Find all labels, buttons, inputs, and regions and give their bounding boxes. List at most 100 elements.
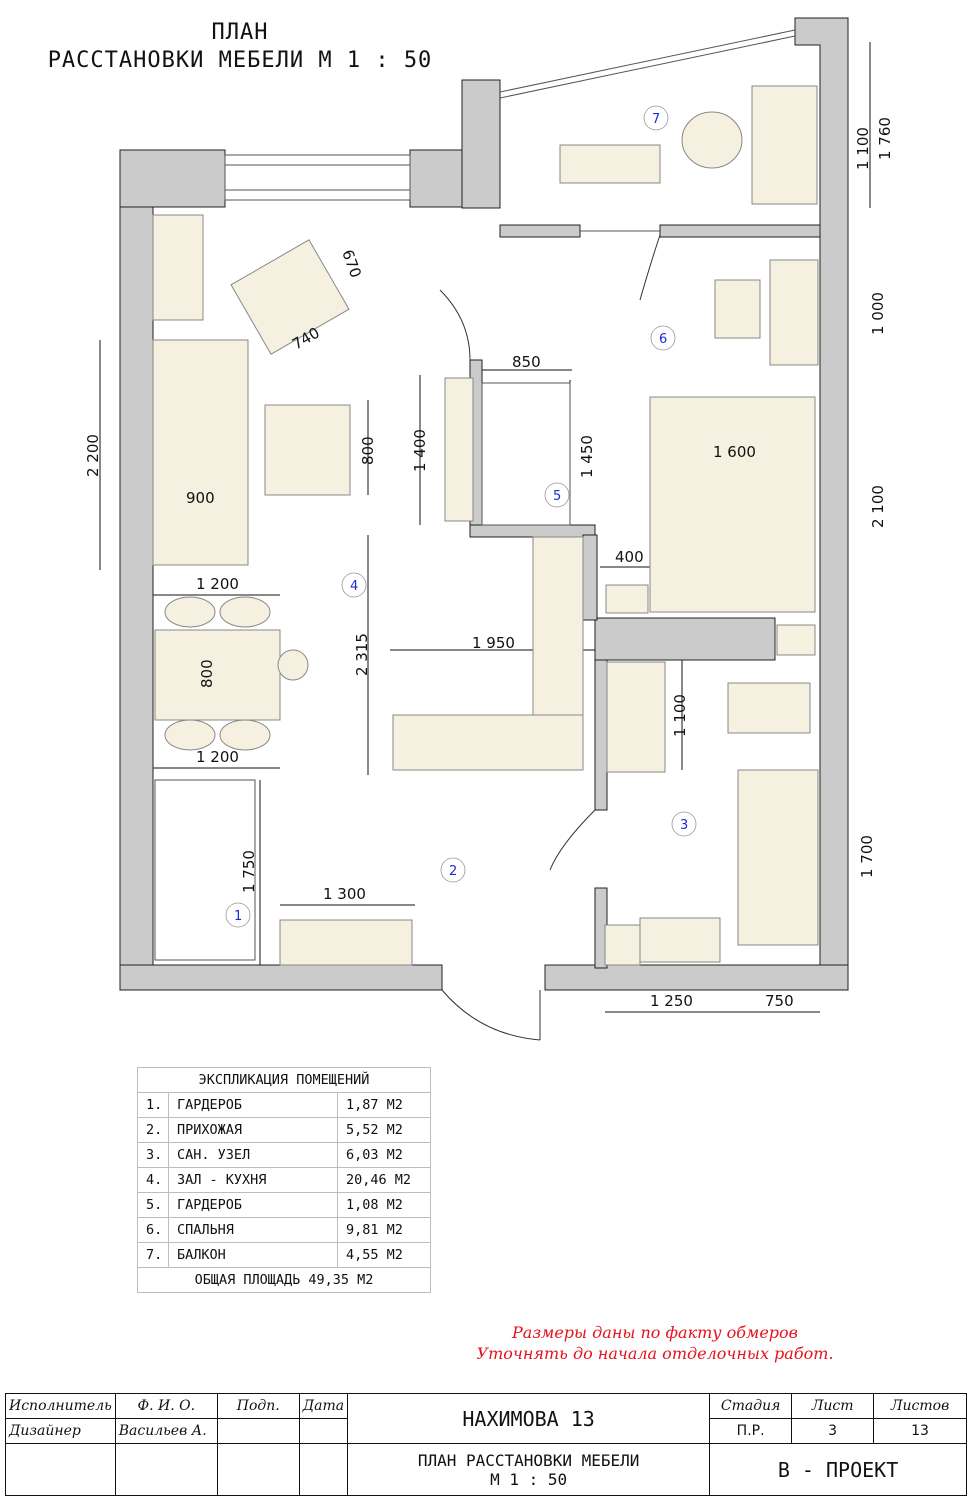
designer-label: Дизайнер <box>5 1418 116 1444</box>
company-name: В - ПРОЕКТ <box>709 1443 967 1496</box>
tv-unit <box>152 214 204 321</box>
dim-dining-1200-bottom: 1 200 <box>196 748 239 766</box>
sheets-label: Листов <box>873 1393 967 1419</box>
dim-dining-1200-top: 1 200 <box>196 575 239 593</box>
dim-bed-1600: 1 600 <box>713 443 756 461</box>
drawing-name: ПЛАН РАССТАНОВКИ МЕБЕЛИ М 1 : 50 <box>347 1443 711 1496</box>
wall-balcony-bottom-a <box>499 224 581 238</box>
dim-bed-2100: 2 100 <box>869 485 887 528</box>
bath-shelf <box>604 924 641 966</box>
dim-sofa-900: 900 <box>186 489 215 507</box>
dim-tv-1400: 1 400 <box>411 429 429 472</box>
hall-bench <box>279 919 413 966</box>
dim-bed-1000: 1 000 <box>869 292 887 335</box>
wall-bottom-left <box>119 964 443 991</box>
wall-bath-left <box>594 659 608 811</box>
note-line2: Уточнять до начала отделочных работ. <box>476 1344 834 1363</box>
dim-night-400: 400 <box>615 548 644 566</box>
dim-wardrobe-850: 850 <box>512 353 541 371</box>
bathtub <box>737 769 819 946</box>
nightstand <box>605 584 649 614</box>
date-label: Дата <box>298 1393 349 1419</box>
room-number-circles <box>225 105 697 928</box>
toilet <box>727 682 811 734</box>
room-number-1: 1 <box>234 909 242 924</box>
wall-left <box>119 149 154 991</box>
plan-title-line1: ПЛАН <box>211 20 269 45</box>
chair-d <box>219 719 271 751</box>
explication-table: ЭКСПЛИКАЦИЯ ПОМЕЩЕНИЙ 1. ГАРДЕРОБ 1,87 М… <box>137 1067 431 1293</box>
room-number-7: 7 <box>652 112 660 127</box>
dim-hall-1300: 1 300 <box>323 885 366 903</box>
plan-title-line2: РАССТАНОВКИ МЕБЕЛИ М 1 : 50 <box>47 48 433 73</box>
sofa <box>152 339 249 566</box>
executor-label: Исполнитель <box>5 1393 116 1419</box>
dim-bath-1250: 1 250 <box>650 992 693 1010</box>
designer-name: Васильев А. <box>114 1418 218 1444</box>
walls <box>119 17 849 991</box>
wall-bath-top <box>594 617 776 661</box>
wall-top-left <box>119 149 226 208</box>
chair-e <box>277 649 309 681</box>
room-number-3: 3 <box>680 818 688 833</box>
washer-stack <box>606 661 666 773</box>
drawing-name-line1: ПЛАН РАССТАНОВКИ МЕБЕЛИ <box>417 1450 640 1470</box>
room-number-4: 4 <box>350 579 358 594</box>
tv-console <box>444 377 474 522</box>
measurement-note: Размеры даны по факту обмеров Уточнять д… <box>420 1322 890 1364</box>
dim-dining-800: 800 <box>198 659 216 688</box>
note-line1: Размеры даны по факту обмеров <box>512 1323 798 1342</box>
dim-kitchen-1950: 1 950 <box>472 634 515 652</box>
drawing-name-line2: М 1 : 50 <box>490 1469 568 1489</box>
dim-kitchen-2315: 2 315 <box>353 633 371 676</box>
explication-row: 3. САН. УЗЕЛ 6,03 М2 <box>137 1142 431 1168</box>
dim-washer-1100: 1 100 <box>671 694 689 737</box>
balcony-chair <box>681 111 743 169</box>
explication-row: 1. ГАРДЕРОБ 1,87 М2 <box>137 1092 431 1118</box>
sheets-value: 13 <box>873 1418 967 1444</box>
explication-row: 4. ЗАЛ - КУХНЯ 20,46 М2 <box>137 1167 431 1193</box>
wall-closet-bottom <box>469 524 596 538</box>
closets <box>154 382 571 961</box>
balcony-bench <box>559 144 661 184</box>
chair-b <box>219 596 271 628</box>
explication-row: 5. ГАРДЕРОБ 1,08 М2 <box>137 1192 431 1218</box>
kitchen-counter <box>392 714 584 771</box>
wall-kitchen-right <box>582 534 598 621</box>
wall-balcony-step <box>461 79 501 209</box>
room-number-6: 6 <box>659 332 667 347</box>
coffee-table <box>264 404 351 496</box>
balcony-desk <box>751 85 818 205</box>
dim-bath-750: 750 <box>765 992 794 1010</box>
wall-bottom-right <box>544 964 849 991</box>
explication-row: 2. ПРИХОЖАЯ 5,52 М2 <box>137 1117 431 1143</box>
sign-label: Подп. <box>216 1393 300 1419</box>
floor-plan: 1 2 3 4 5 6 7 1 100 1 760 670 740 1 000 … <box>84 17 894 1041</box>
windows <box>224 29 796 232</box>
stage-value: П.Р. <box>709 1418 793 1444</box>
stage-label: Стадия <box>709 1393 793 1419</box>
wall-balcony-bottom-b <box>659 224 821 238</box>
dim-bath-1700: 1 700 <box>858 835 876 878</box>
dim-hall-1750: 1 750 <box>240 850 258 893</box>
closet-1 <box>154 779 256 961</box>
sink-unit <box>639 917 721 963</box>
dining-table <box>154 629 281 721</box>
address: НАХИМОВА 13 <box>347 1393 711 1444</box>
explication-row: 7. БАЛКОН 4,55 М2 <box>137 1242 431 1268</box>
sheet-value: 3 <box>791 1418 875 1444</box>
desk-bedroom <box>714 279 761 339</box>
doors <box>439 234 661 1041</box>
explication-total: ОБЩАЯ ПЛОЩАДЬ 49,35 М2 <box>137 1267 431 1293</box>
fio-label: Ф. И. О. <box>114 1393 218 1419</box>
dim-table-800: 800 <box>359 436 377 465</box>
chair-c <box>164 719 216 751</box>
chair-a <box>164 596 216 628</box>
room-number-2: 2 <box>449 864 457 879</box>
dim-chair-670: 670 <box>338 247 365 280</box>
dim-sofa-2200: 2 200 <box>84 434 102 477</box>
wardrobe-bedroom <box>769 259 819 366</box>
furniture <box>152 85 819 966</box>
title-block: Исполнитель Ф. И. О. Подп. Дата НАХИМОВА… <box>5 1393 967 1496</box>
